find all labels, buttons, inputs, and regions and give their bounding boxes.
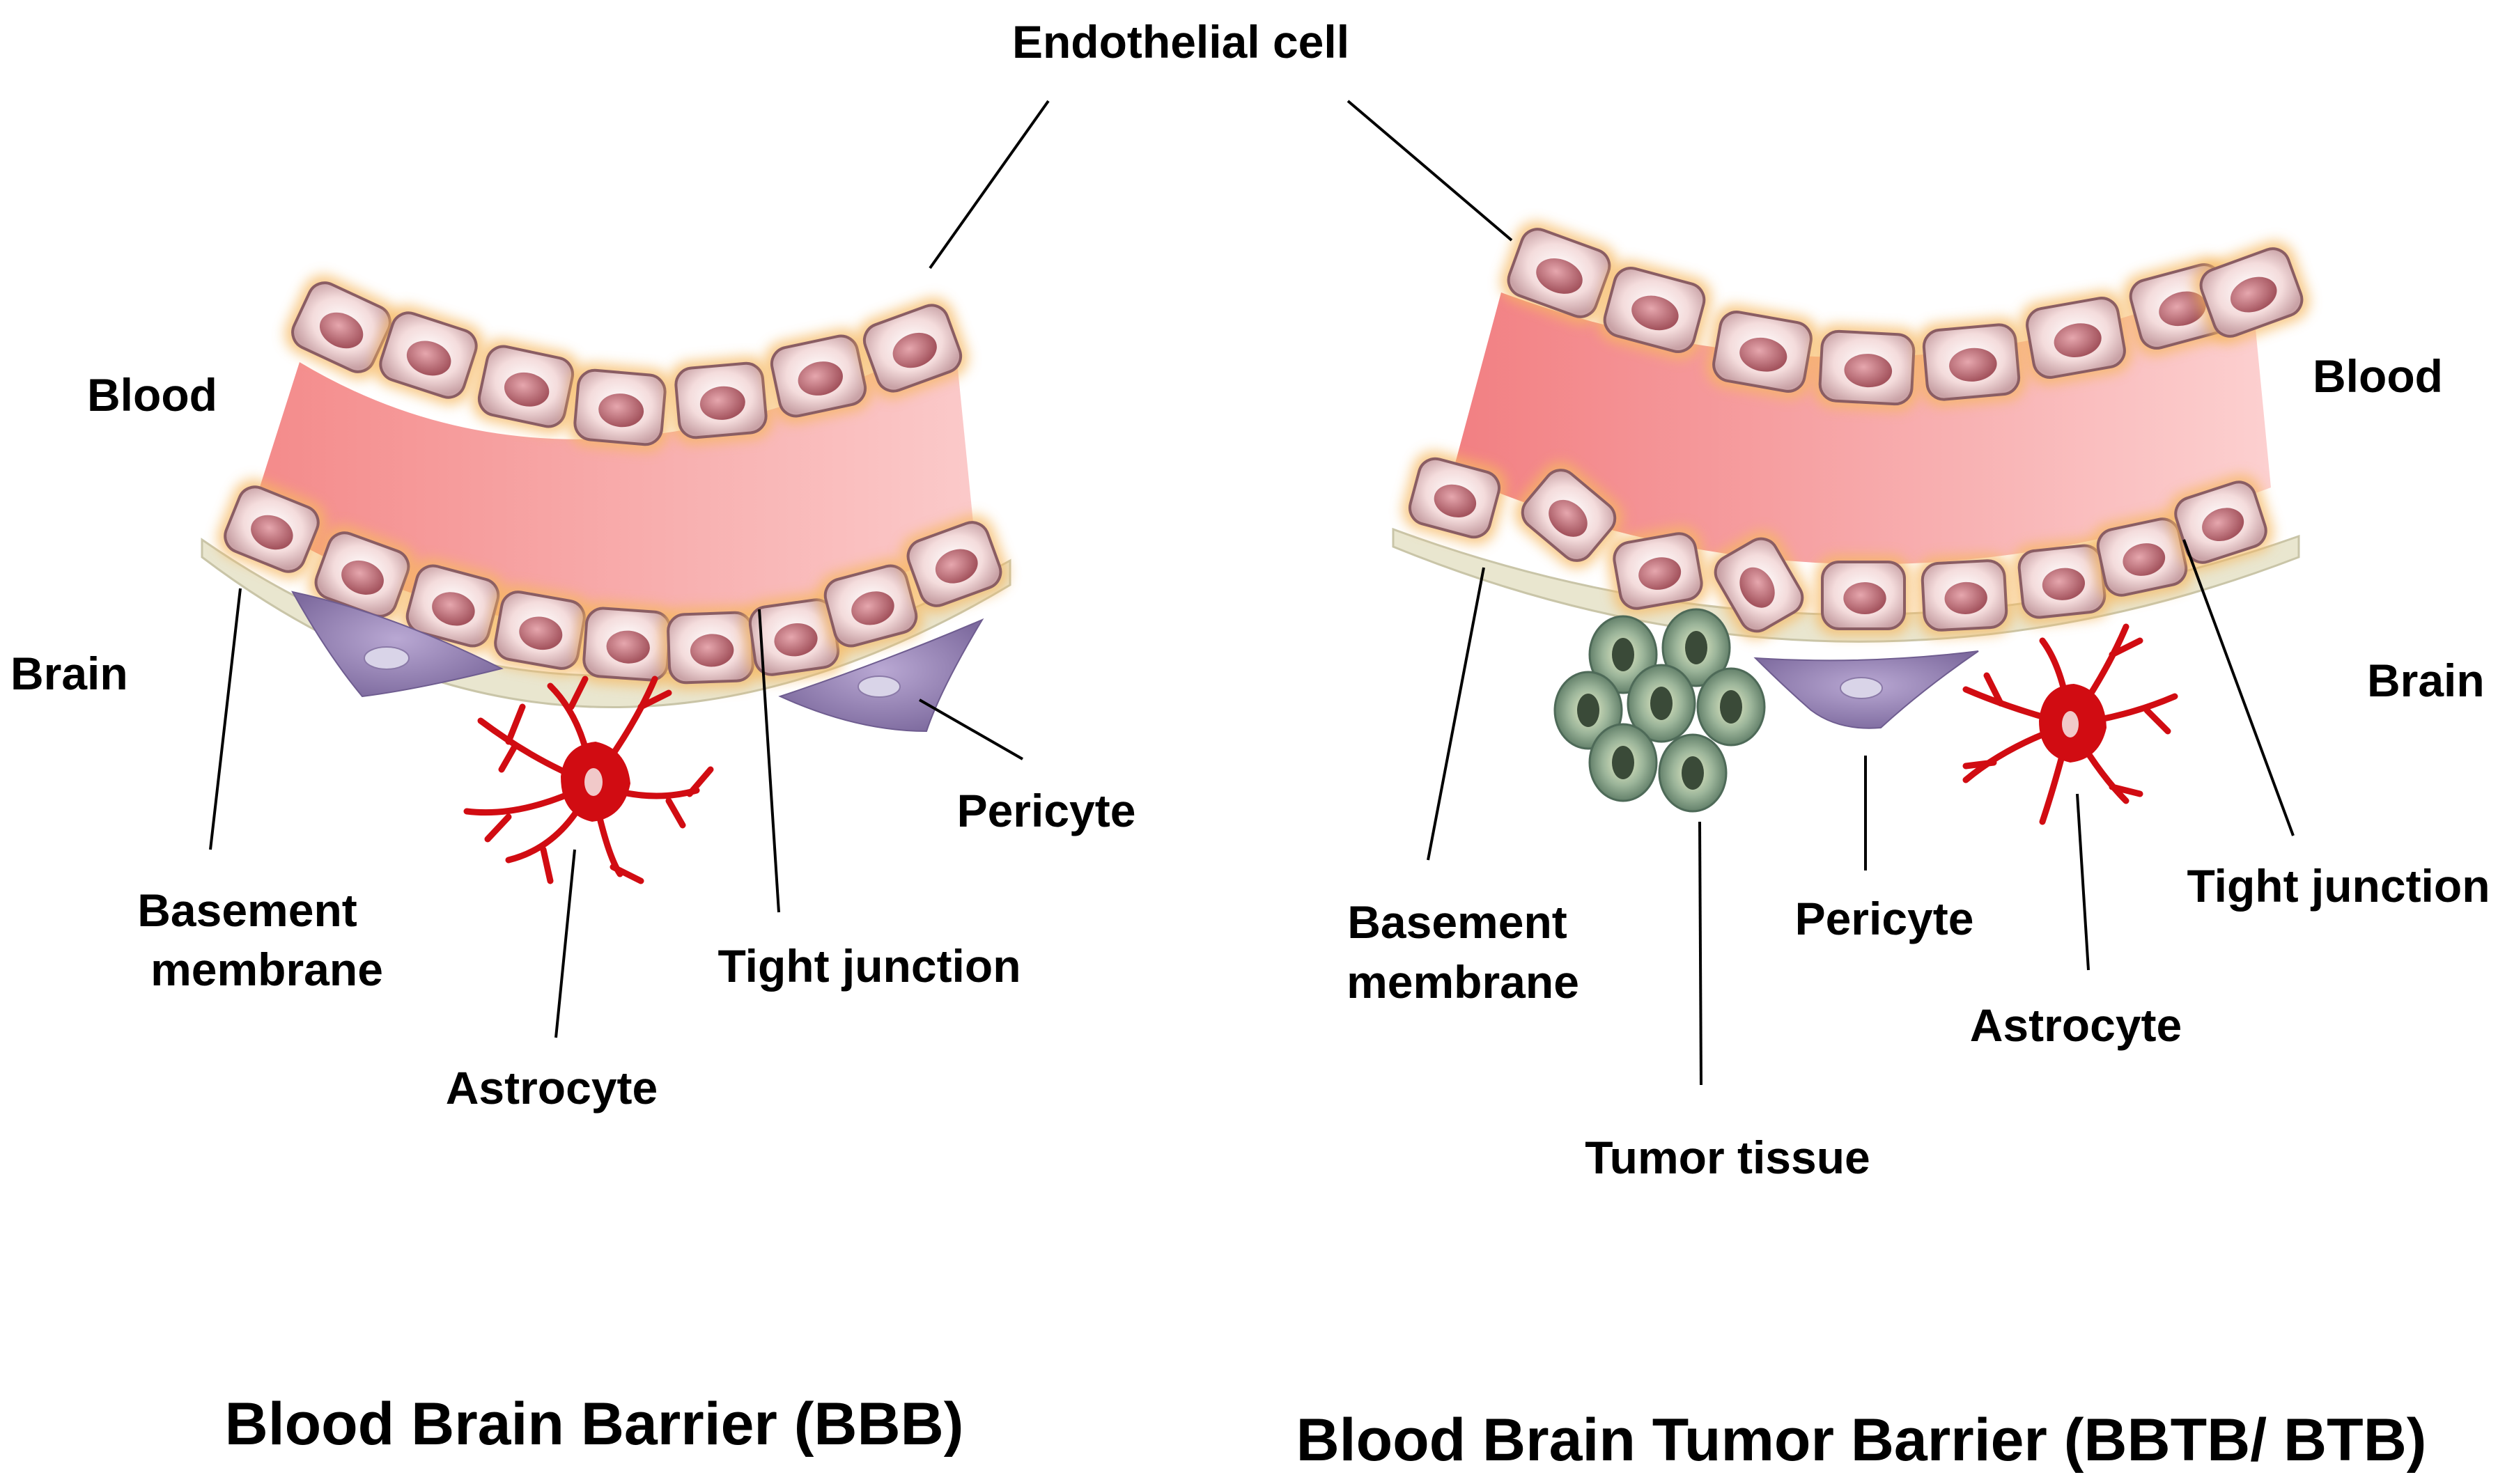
label-endothelial-cell: Endothelial cell <box>1011 16 1350 68</box>
bbb-pericyte-left-nucleus <box>364 646 410 670</box>
bbb-endothelial-row-bottom <box>217 479 1009 690</box>
bbtb-vessel <box>1392 221 2310 643</box>
bbb-label-basement-1: Basement <box>137 884 357 936</box>
endothelial-cell <box>1707 531 1810 639</box>
bbb-label-blood: Blood <box>87 369 217 421</box>
leader-endothelial-left <box>929 100 1050 270</box>
bbb-label-pericyte: Pericyte <box>956 785 1136 836</box>
endothelial-cell <box>661 605 760 690</box>
endothelial-cell <box>577 601 677 687</box>
endothelial-cell <box>1815 555 1911 636</box>
leader-bbb-tight-junction <box>758 609 780 913</box>
endothelial-cell <box>1500 221 1618 325</box>
endothelial-cell <box>2193 241 2310 344</box>
endothelial-cell <box>1597 260 1712 359</box>
endothelial-cell <box>1606 526 1709 616</box>
leader-bbb-basement <box>209 588 242 850</box>
bbtb-astrocyte <box>1962 623 2178 825</box>
endothelial-cell <box>817 558 924 654</box>
bbtb-label-basement-1: Basement <box>1347 896 1567 948</box>
endothelial-cell <box>2168 474 2274 570</box>
leader-endothelial-right <box>1347 100 1513 242</box>
bbtb-label-astrocyte: Astrocyte <box>1969 999 2182 1051</box>
bbb-pericyte-right <box>778 618 984 733</box>
endothelial-cell <box>1402 451 1507 545</box>
bbb-label-tight-junction: Tight junction <box>717 940 1021 992</box>
endothelial-cell <box>472 338 580 435</box>
bbtb-label-blood: Blood <box>2313 350 2443 402</box>
bbtb-title: Blood Brain Tumor Barrier (BBTB/ BTB) <box>1296 1407 2427 1474</box>
leader-bbb-astrocyte <box>554 849 576 1038</box>
endothelial-cell <box>308 525 417 624</box>
endothelial-cell <box>1813 324 1921 412</box>
endothelial-cell <box>1706 304 1819 399</box>
endothelial-cell <box>669 356 773 445</box>
bbtb-label-tumor-tissue: Tumor tissue <box>1585 1132 1870 1183</box>
bbb-astrocyte <box>463 675 714 884</box>
endothelial-cell <box>399 558 506 654</box>
bbtb-label-brain: Brain <box>2367 655 2485 706</box>
endothelial-cell <box>1916 318 2026 407</box>
bbtb-endothelial-row-bottom <box>1402 451 2274 639</box>
bbb-vessel <box>201 274 1011 708</box>
bbtb-label-tight-junction: Tight junction <box>2187 860 2490 912</box>
bbtb-endothelial-row-top <box>1500 221 2310 412</box>
bbb-pericyte-right-nucleus <box>858 675 901 698</box>
tumor-cell <box>1696 667 1766 747</box>
bbtb-label-pericyte: Pericyte <box>1794 893 1974 944</box>
bbtb-label-basement-2: membrane <box>1347 956 1579 1008</box>
bbb-label-astrocyte: Astrocyte <box>445 1062 658 1114</box>
leader-bbb-pericyte <box>919 698 1023 760</box>
endothelial-cell <box>743 592 846 682</box>
endothelial-cell <box>2019 290 2132 385</box>
tumor-cell <box>1658 733 1728 813</box>
endothelial-cell <box>284 274 398 380</box>
bbtb-tumor-tissue <box>1553 608 1766 813</box>
leader-bbtb-astrocyte <box>2076 793 2090 971</box>
endothelial-cell <box>373 305 484 405</box>
tumor-cell <box>1661 608 1731 687</box>
bbb-pericyte-left <box>291 591 504 698</box>
endothelial-cell <box>1915 553 2014 638</box>
endothelial-cell <box>217 479 326 579</box>
endothelial-cell <box>568 363 672 452</box>
leader-bbtb-basement <box>1427 567 1485 861</box>
bbb-title: Blood Brain Barrier (BBB) <box>224 1391 964 1458</box>
endothelial-cell <box>764 328 873 424</box>
tumor-cell <box>1588 723 1658 802</box>
endothelial-cell <box>1514 462 1623 569</box>
bbtb-pericyte-nucleus <box>1840 677 1883 699</box>
leader-lines <box>209 100 2295 1086</box>
bbb-label-brain: Brain <box>10 648 128 699</box>
leader-bbtb-tumor <box>1698 821 1702 1086</box>
leader-bbtb-tight-junction <box>2182 539 2295 836</box>
tumor-cell <box>1627 664 1696 743</box>
bbb-endothelial-row-top <box>284 274 969 452</box>
endothelial-cell <box>2090 511 2194 603</box>
endothelial-cell <box>900 515 1009 614</box>
bbb-label-basement-2: membrane <box>150 944 383 995</box>
endothelial-cell <box>856 297 969 399</box>
